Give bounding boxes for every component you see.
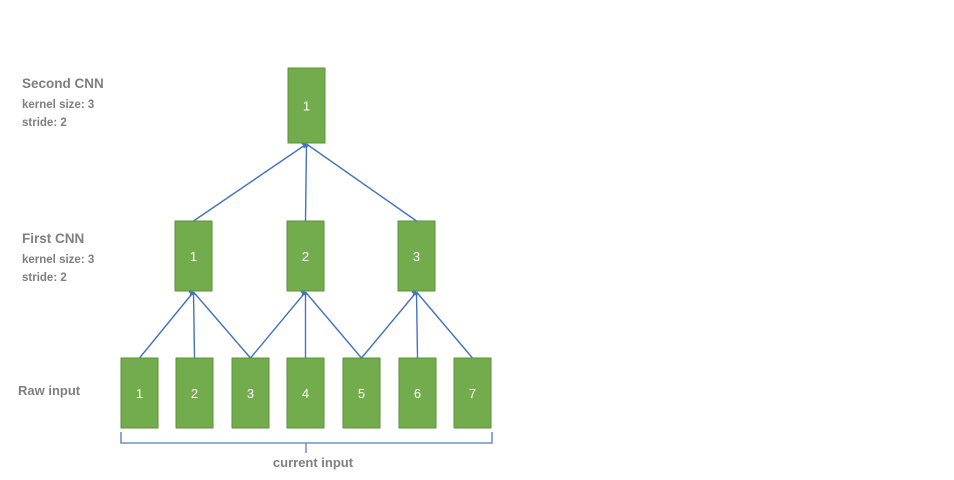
node-box <box>286 357 325 429</box>
node-label: 3 <box>413 249 420 264</box>
node-label: 2 <box>191 386 198 401</box>
edge-raw-input-3-to-first-cnn-2 <box>249 288 309 359</box>
first-cnn-stride: stride: 2 <box>22 272 67 284</box>
edge-raw-input-7-to-first-cnn-3 <box>412 288 474 359</box>
node-box <box>453 357 492 429</box>
node-second-cnn-1: 1 <box>287 67 326 144</box>
node-box <box>398 357 437 429</box>
node-raw-input-3: 3 <box>231 357 270 429</box>
brace-label: current input <box>273 455 354 470</box>
node-box <box>397 220 436 292</box>
edge-raw-input-6-to-first-cnn-3 <box>411 288 419 359</box>
node-box <box>231 357 270 429</box>
node-raw-input-2: 2 <box>175 357 214 429</box>
node-label: 5 <box>358 386 365 401</box>
node-raw-input-6: 6 <box>398 357 437 429</box>
node-label: 4 <box>302 386 309 401</box>
edge-raw-input-3-to-first-cnn-1 <box>189 288 252 359</box>
node-label: 1 <box>303 99 310 114</box>
edge-raw-input-5-to-first-cnn-3 <box>360 288 420 359</box>
node-box <box>286 220 325 292</box>
second-cnn-kernel-size: kernel size: 3 <box>22 99 94 111</box>
raw-input-title: Raw input <box>18 383 81 398</box>
edge-raw-input-1-to-first-cnn-1 <box>138 288 197 359</box>
brace-path <box>120 432 493 444</box>
node-label: 3 <box>247 386 254 401</box>
node-first-cnn-2: 2 <box>286 220 325 292</box>
node-label: 2 <box>302 249 309 264</box>
node-label: 1 <box>136 386 143 401</box>
node-label: 7 <box>469 386 476 401</box>
edges-group <box>138 139 474 359</box>
node-raw-input-4: 4 <box>286 357 325 429</box>
node-box <box>175 357 214 429</box>
node-raw-input-1: 1 <box>120 357 159 429</box>
edge-first-cnn-3-to-second-cnn-1 <box>303 141 417 222</box>
second-cnn-title: Second CNN <box>22 76 104 91</box>
nodes-group: 1 1 2 3 1 2 3 4 5 6 7 <box>120 67 492 429</box>
edge-first-cnn-2-to-second-cnn-1 <box>301 140 308 222</box>
first-cnn-kernel-size: kernel size: 3 <box>22 254 94 266</box>
node-raw-input-5: 5 <box>342 357 381 429</box>
first-cnn-title: First CNN <box>22 231 84 246</box>
node-box <box>342 357 381 429</box>
layer-labels-group: Second CNN kernel size: 3 stride: 2 Firs… <box>18 76 104 398</box>
node-first-cnn-1: 1 <box>174 220 213 292</box>
node-label: 6 <box>414 386 421 401</box>
node-box <box>174 220 213 292</box>
node-box <box>287 67 326 144</box>
edge-first-cnn-1-to-second-cnn-1 <box>193 139 311 222</box>
node-raw-input-7: 7 <box>453 357 492 429</box>
current-input-brace: current input <box>120 432 493 470</box>
node-first-cnn-3: 3 <box>397 220 436 292</box>
layer-label-second-cnn: Second CNN kernel size: 3 stride: 2 <box>22 76 104 129</box>
node-box <box>120 357 159 429</box>
edge-raw-input-2-to-first-cnn-1 <box>188 288 196 359</box>
layer-label-first-cnn: First CNN kernel size: 3 stride: 2 <box>22 231 94 284</box>
edge-raw-input-5-to-first-cnn-2 <box>301 288 363 359</box>
layer-label-raw-input: Raw input <box>18 383 81 398</box>
second-cnn-stride: stride: 2 <box>22 117 67 129</box>
node-label: 1 <box>190 249 197 264</box>
